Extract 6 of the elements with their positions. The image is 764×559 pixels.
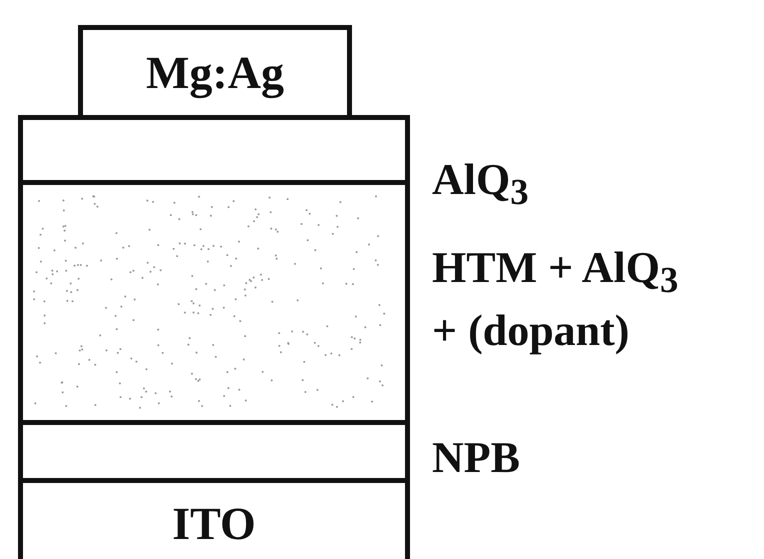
layer-label: NPB [432,432,521,484]
layer-label: AlQ$_{3}$ [432,154,530,214]
layer-label: ITO [172,497,256,550]
layer-box [78,25,352,115]
layer-label: Mg:Ag [146,46,284,99]
layer-label: HTM + AlQ$_{3}$ + (dopant) [432,242,680,357]
